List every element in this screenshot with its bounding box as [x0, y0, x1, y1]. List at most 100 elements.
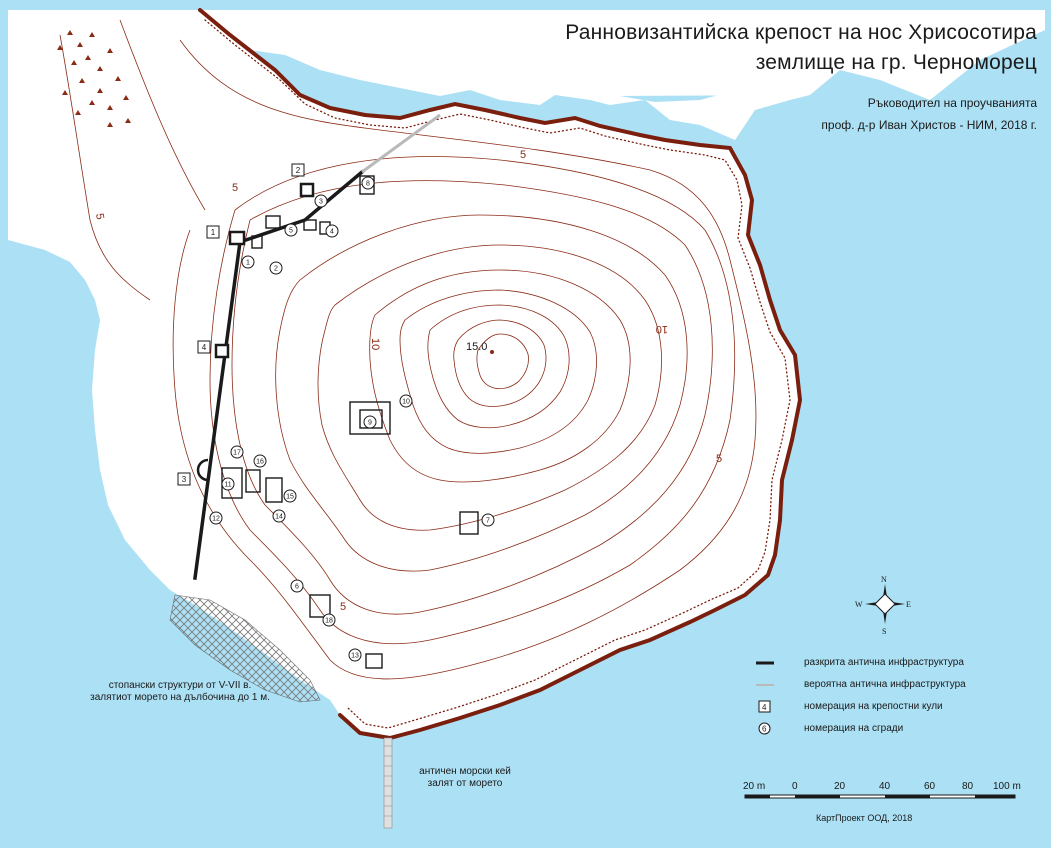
building-number: 12: [212, 516, 220, 523]
building-number-circle: [481, 513, 495, 527]
tower-labels: 1 2 3 4: [177, 163, 305, 486]
building-number: 15: [286, 494, 294, 501]
building-number: 10: [402, 399, 410, 406]
compass-north: N: [881, 575, 887, 584]
legend-label: номерация на крепостни кули: [804, 701, 943, 712]
compass-rose: N S E W: [855, 575, 911, 636]
building-number: 5: [289, 228, 293, 235]
quay-note: античен морски кей залят от морето: [400, 766, 530, 790]
building-number: 4: [330, 229, 334, 236]
peak-label: 15.0: [466, 341, 487, 353]
peak-marker: 15.0: [466, 341, 494, 354]
scale-tick: 80: [962, 781, 974, 792]
promontory-land: [8, 10, 1045, 145]
quay-note-line-2: залят от морето: [427, 778, 503, 789]
contour-value-labels: 5 5 5 5 5 10 10: [93, 149, 722, 613]
legend-building-sample: 6: [762, 725, 767, 734]
contour-label: 10: [369, 338, 381, 350]
tower-number: 1: [211, 228, 216, 237]
building-number: 14: [275, 514, 283, 521]
building-number: 18: [325, 618, 333, 625]
scale-tick: 0: [792, 781, 798, 792]
building-number: 17: [233, 450, 241, 457]
map-subtitle-line-1: Ръководител на проучванията: [867, 96, 1037, 110]
scale-tick: 40: [879, 781, 891, 792]
building-number: 7: [486, 518, 490, 525]
building-number-circle: [272, 509, 286, 523]
contour-label: 5: [520, 149, 526, 161]
tower-number-box: [177, 472, 191, 486]
building-number: 2: [274, 266, 278, 273]
probable-wall: [361, 113, 441, 174]
tower-number: 3: [182, 475, 187, 484]
quay: [383, 737, 393, 829]
tower-number-box: [197, 340, 211, 354]
solid-line-icon: [756, 661, 774, 665]
building-number: 1: [246, 260, 250, 267]
building-number-circle: [284, 223, 298, 237]
promontory-body: [8, 10, 800, 738]
building-number: 11: [224, 482, 231, 489]
compass-south: S: [882, 627, 886, 636]
building-number-circle: [322, 613, 336, 627]
building-number-circle: [209, 511, 223, 525]
fortress-walls: [193, 169, 365, 580]
building-number-circle: [230, 445, 244, 459]
building-number-circle: [361, 176, 375, 190]
building-number-circle: [348, 648, 362, 662]
building-number: 16: [256, 459, 264, 466]
building-number: 3: [319, 199, 323, 206]
cliff-edge: [198, 8, 803, 741]
tower-number: 4: [202, 343, 207, 352]
legend-label: номерация на сгради: [804, 723, 904, 734]
submerged-note: стопански структури от V-VII в. залятиот…: [40, 680, 320, 704]
map-subtitle-line-2: проф. д-р Иван Христов - НИМ, 2018 г.: [821, 118, 1037, 132]
grey-line-icon: [756, 684, 774, 686]
building-number-circle: [314, 194, 328, 208]
tower-number-box: [206, 225, 220, 239]
contour-label: 5: [232, 182, 238, 194]
building-number-circle: [241, 255, 255, 269]
building-number-circle: [253, 454, 267, 468]
map-title-line-1: Ранновизантийска крепост на нос Хрисосот…: [565, 21, 1037, 44]
building-number: 9: [368, 420, 372, 427]
contour-label: 5: [93, 212, 106, 220]
scale-tick: 20: [834, 781, 846, 792]
compass-east: E: [906, 600, 911, 609]
scale-bar: [744, 794, 1016, 799]
contour-label: 5: [716, 453, 722, 465]
submerged-note-line-2: залятиот морето на дълбочина до 1 м.: [90, 692, 270, 703]
tower-box-icon: 4: [758, 700, 771, 713]
title-block: Ранновизантийска крепост на нос Хрисосот…: [565, 18, 1037, 136]
building-number: 6: [295, 584, 299, 591]
building-number: 8: [366, 181, 370, 188]
building-number-circle: [283, 489, 297, 503]
building-number-circle: [325, 224, 339, 238]
contour-label: 5: [340, 601, 346, 613]
scale-tick: 60: [924, 781, 936, 792]
building-number: 13: [351, 653, 359, 660]
submerged-note-line-1: стопански структури от V-VII в.: [108, 680, 252, 691]
map-title-line-2: землище на гр. Черноморец: [755, 51, 1037, 74]
legend-label: разкрита антична инфраструктура: [804, 657, 964, 668]
building-number-circle: [290, 579, 304, 593]
building-number-circle: [363, 415, 377, 429]
scale-tick: 20 m: [743, 781, 766, 792]
compass-west: W: [855, 600, 863, 609]
legend-tower-sample: 4: [762, 703, 767, 712]
towers: [196, 182, 315, 482]
building-number-circle: [399, 394, 413, 408]
contour-label: 10: [656, 323, 668, 335]
map-credit: КартПроект ООД, 2018: [816, 813, 913, 823]
building-number-circle: [269, 261, 283, 275]
quay-note-line-1: античен морски кей: [419, 766, 511, 777]
scale-tick: 100 m: [993, 781, 1021, 792]
tower-number-box: [291, 163, 305, 177]
legend-label: вероятна антична инфраструктура: [804, 679, 966, 690]
submerged-structures: [169, 594, 321, 703]
building-number-circle: [221, 477, 235, 491]
tower-number: 2: [296, 166, 301, 175]
